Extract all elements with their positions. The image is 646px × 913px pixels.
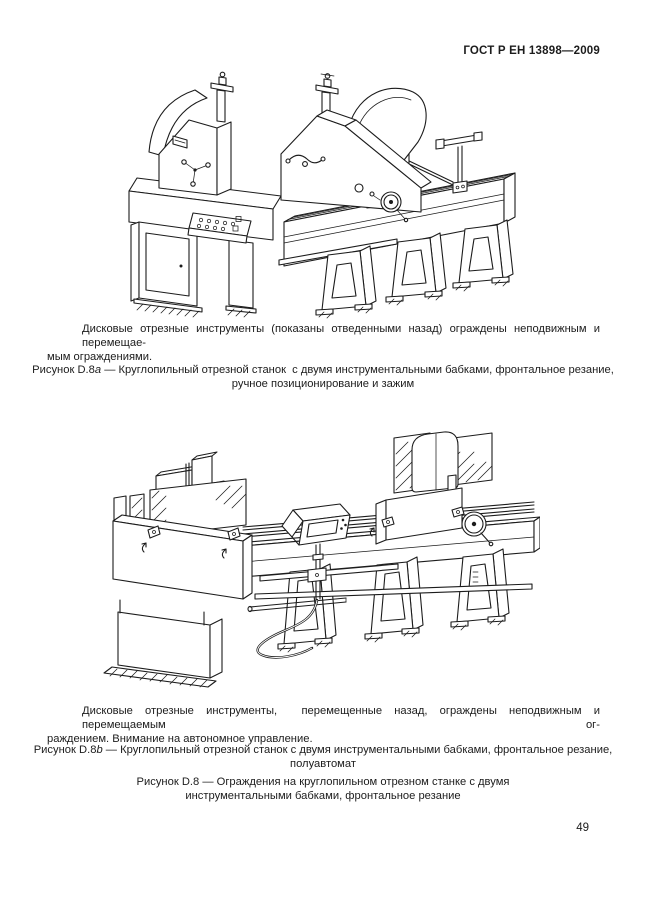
caption-line: ручное позиционирование и зажим xyxy=(231,377,415,390)
caption-letter: a xyxy=(94,364,102,376)
figure-d8-main-caption: Рисунок D.8 — Ограждения на круглопильно… xyxy=(23,776,623,804)
caption-letter: b xyxy=(96,744,103,756)
figure-d8a-caption: Рисунок D.8a — Круглопильный отрезной ст… xyxy=(23,364,623,392)
machine-drawing-d8b xyxy=(103,431,540,688)
description-line: мым ограждениями. xyxy=(47,351,153,364)
caption-line: полуавтомат xyxy=(290,757,356,770)
pendant-screen xyxy=(306,519,339,538)
saw-head-left xyxy=(148,71,234,196)
figure-d8b-caption: Рисунок D.8b — Круглопильный отрезной ст… xyxy=(23,744,623,772)
figure-d8a-description: Дисковые отрезные инструменты (показаны … xyxy=(47,322,600,365)
hatched-guard-panels xyxy=(393,431,493,494)
clamp-fittings xyxy=(141,525,241,559)
figure-d8b-description: Дисковые отрезные инструменты, перемещен… xyxy=(47,704,600,747)
machine-drawing-d8a xyxy=(128,71,516,319)
ground-hatch xyxy=(109,618,504,688)
figure-d8b-image xyxy=(100,424,540,694)
machine-base-cabinet xyxy=(128,177,282,314)
left-saw-cabinet xyxy=(103,451,253,688)
caption-rest: — Круглопильный отрезной станок с двумя … xyxy=(101,364,614,376)
right-saw-unit xyxy=(369,431,494,547)
saw-head-right xyxy=(280,73,432,223)
handwheel xyxy=(461,511,494,547)
document-number-header: ГОСТ Р ЕН 13898—2009 xyxy=(463,45,600,57)
caption-line: Рисунок D.8 — Ограждения на круглопильно… xyxy=(136,776,510,788)
caption-rest: — Круглопильный отрезной станок с двумя … xyxy=(102,744,613,756)
caption-prefix: Рисунок D.8 xyxy=(33,744,97,756)
page-number: 49 xyxy=(576,822,589,834)
description-line: раждением. Внимание на автономное управл… xyxy=(47,733,313,746)
caption-line: инструментальными бабками, фронтальное р… xyxy=(185,789,461,802)
figure-d8a-image xyxy=(128,70,520,322)
caption-line: Рисунок D.8b — Круглопильный отрезной ст… xyxy=(23,744,623,758)
clamp-lever xyxy=(285,154,326,167)
ground-hatch xyxy=(136,279,509,319)
lower-stringer xyxy=(247,583,533,613)
stop-bar xyxy=(259,563,399,582)
handwheel-right xyxy=(380,191,409,223)
control-panel xyxy=(187,212,252,244)
description-line: Дисковые отрезные инструменты (показаны … xyxy=(82,323,600,350)
pendant-control xyxy=(256,503,351,659)
caption-prefix: Рисунок D.8 xyxy=(32,364,95,376)
handwheel-star-left xyxy=(181,159,211,187)
caption-line: Рисунок D.8a — Круглопильный отрезной ст… xyxy=(23,364,623,378)
description-line: Дисковые отрезные инструменты, перемещен… xyxy=(82,705,600,732)
bed-legs xyxy=(315,219,514,316)
